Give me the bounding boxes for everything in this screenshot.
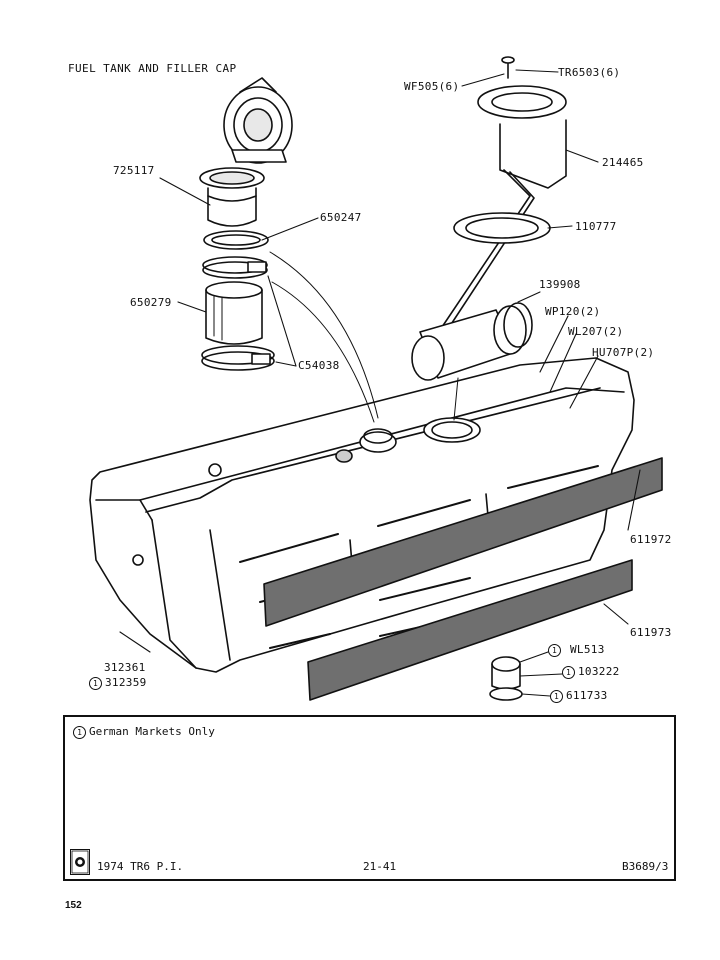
part-label-214465: 214465 — [602, 156, 644, 169]
insulation-strip-611972 — [263, 457, 663, 627]
note-marker-icon: 1 — [548, 643, 561, 657]
part-label-650279: 650279 — [130, 296, 172, 309]
diagram-title: FUEL TANK AND FILLER CAP — [68, 62, 237, 75]
filler-neck — [199, 167, 265, 227]
insulation-strip-611973 — [307, 559, 633, 701]
hose-clip-lower — [201, 345, 275, 371]
seal-ring — [203, 230, 269, 250]
note-marker-icon: 1 — [73, 725, 86, 739]
part-label-110777: 110777 — [575, 220, 617, 233]
part-label-tr6503: TR6503(6) — [558, 66, 621, 79]
part-label-611972: 611972 — [630, 533, 672, 546]
part-label-wf505: WF505(6) — [404, 80, 460, 93]
note-marker-icon: 1 — [562, 665, 575, 679]
fuel-tank — [89, 357, 635, 673]
hose-clip-upper — [202, 256, 268, 279]
filler-pipe-connector — [411, 302, 533, 381]
page-number: 152 — [65, 900, 82, 911]
footer-model: 1974 TR6 P.I. — [97, 860, 184, 873]
footer-section: 21-41 — [363, 860, 397, 873]
manufacturer-logo-icon — [70, 849, 90, 875]
part-label-wp120: WP120(2) — [545, 305, 601, 318]
part-label-312361: 312361 — [104, 661, 146, 674]
sender-gasket — [453, 212, 551, 244]
part-label-139908: 139908 — [539, 278, 581, 291]
fuel-gauge-sender — [439, 56, 567, 333]
drain-plug — [489, 656, 523, 701]
note-marker-icon: 1 — [550, 689, 563, 703]
footer-ref: B3689/3 — [622, 860, 669, 873]
part-label-c54038: C54038 — [298, 359, 340, 372]
part-label-wl207: WL207(2) — [568, 325, 624, 338]
part-label-650247: 650247 — [320, 211, 362, 224]
part-label-hu707p: HU707P(2) — [592, 346, 655, 359]
note-marker-icon: 1 — [89, 676, 102, 690]
part-label-725117: 725117 — [113, 164, 155, 177]
filler-cap — [223, 77, 293, 164]
filler-hose — [205, 281, 263, 345]
leader-lines — [119, 69, 641, 697]
part-label-611973: 611973 — [630, 626, 672, 639]
